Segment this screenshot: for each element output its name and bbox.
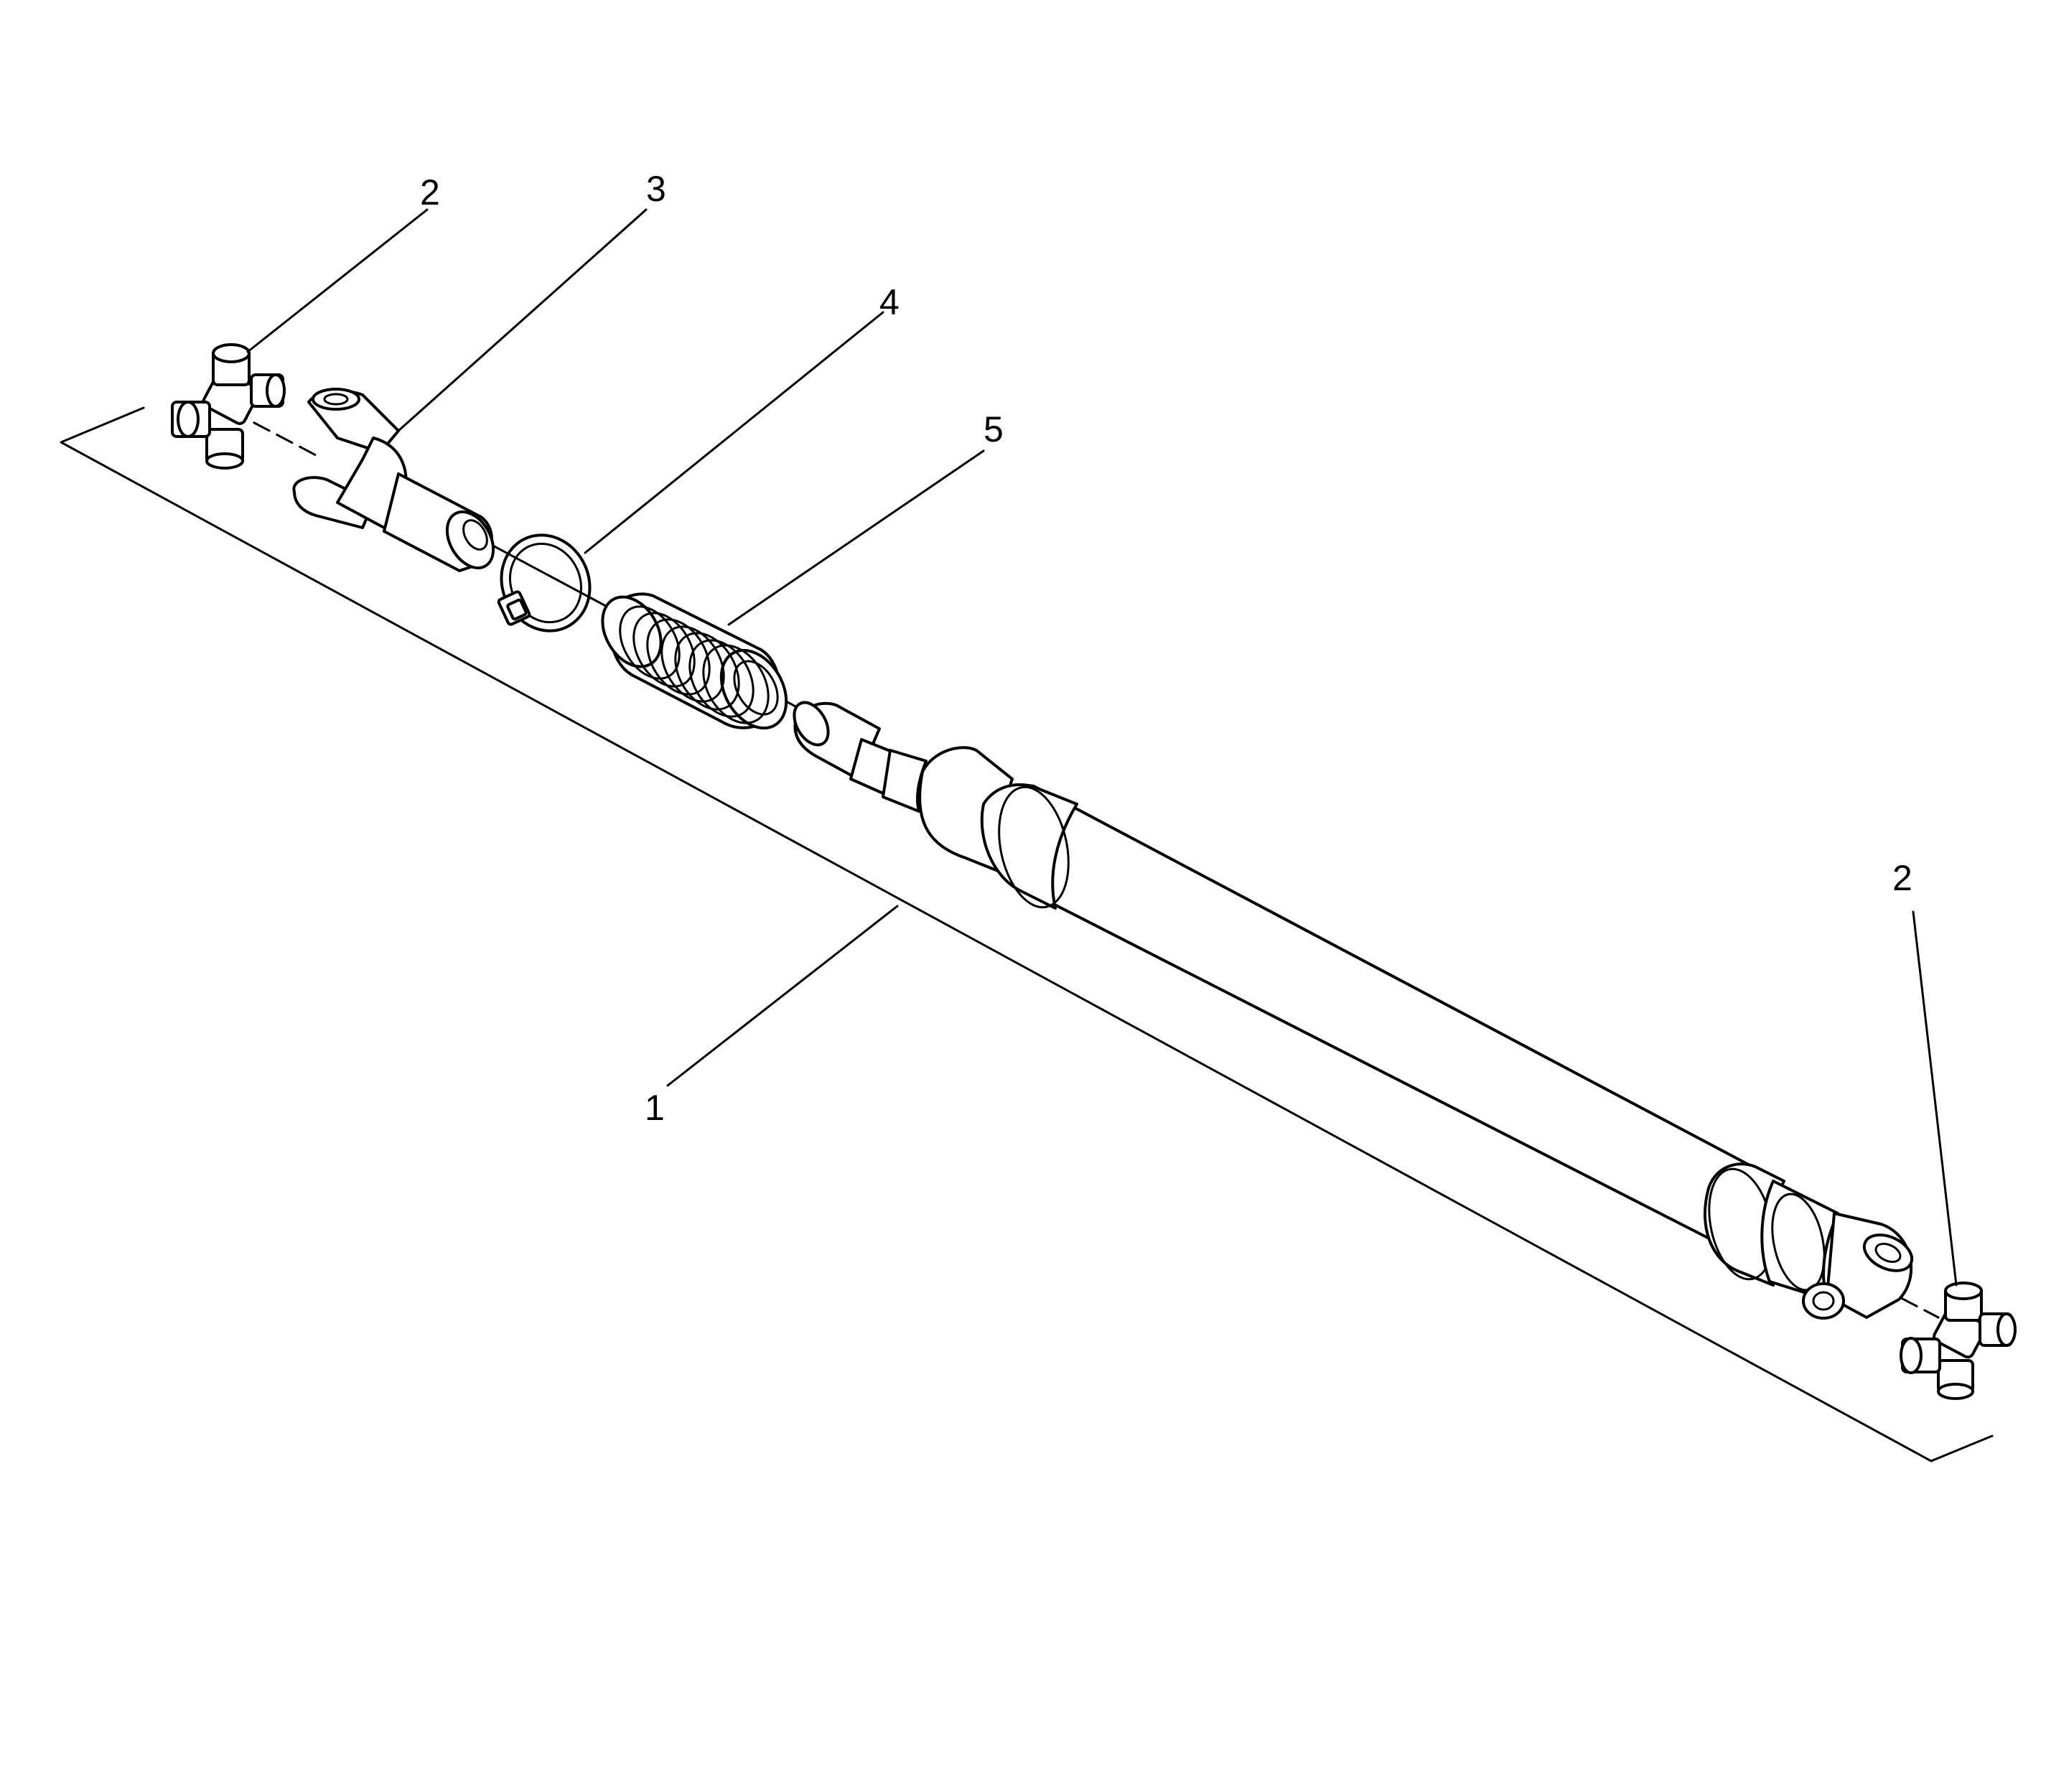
leader-lines [246,208,1958,1287]
callout-3: 3 [646,169,666,209]
callout-4: 4 [879,282,900,322]
callout-2-right: 2 [1892,858,1912,898]
assembly-bracket [60,406,1994,1462]
callout-2-left: 2 [420,172,440,213]
universal-joint-cross-right [1900,1282,2017,1400]
callout-1: 1 [645,1088,665,1128]
slip-yoke [292,388,495,572]
boot-clamp [497,533,592,633]
universal-joint-cross-left [171,343,286,470]
callout-labels: 2 3 4 5 2 1 [420,169,1912,1128]
propeller-shaft [793,701,1914,1320]
callout-5: 5 [984,409,1004,449]
slip-joint-boot [601,592,788,730]
